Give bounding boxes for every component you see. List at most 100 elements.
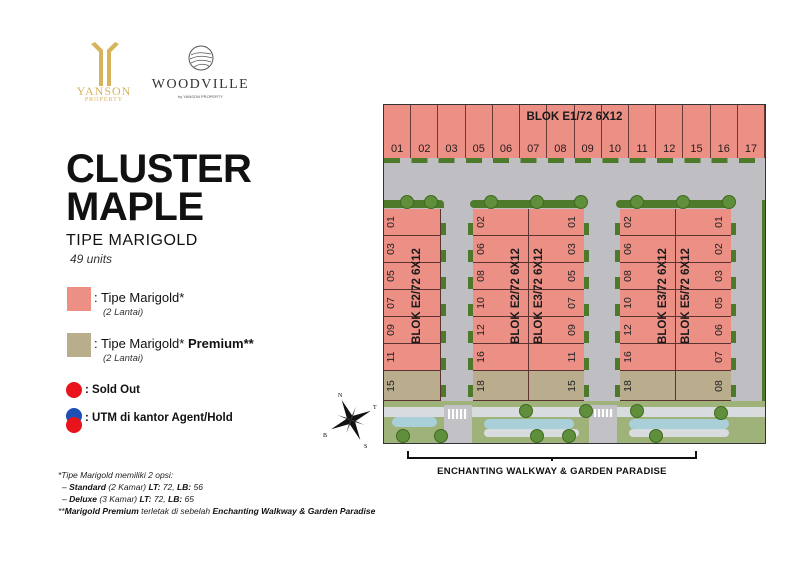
blok-e2-east-label: BLOK E2/72 6X12 xyxy=(510,248,522,344)
lot-e3-02[interactable]: 02 xyxy=(620,209,676,236)
tree-icon xyxy=(714,406,728,420)
lot-e5-08[interactable]: 08 xyxy=(676,371,731,401)
tree-icon xyxy=(630,404,644,418)
lot-e1-08[interactable]: 08 xyxy=(547,105,575,158)
lot-e1-15[interactable]: 15 xyxy=(683,105,711,158)
lot-e3-10[interactable]: 10 xyxy=(620,290,676,317)
lot-e3-06[interactable]: 06 xyxy=(620,236,676,263)
lot-number: 06 xyxy=(499,143,513,155)
lot-e2-08[interactable]: 08 xyxy=(473,263,529,290)
lot-e2-07[interactable]: 07 xyxy=(384,290,440,317)
page-title: CLUSTER MAPLE xyxy=(66,147,252,229)
lot-e2-18[interactable]: 18 xyxy=(473,371,529,401)
tree-icon xyxy=(396,429,410,443)
lot-number: 16 xyxy=(475,351,487,363)
lt-label: LT: xyxy=(148,482,161,492)
lot-e2-05[interactable]: 05 xyxy=(384,263,440,290)
lot-e2-03[interactable]: 03 xyxy=(384,236,440,263)
legend-swatch-premium xyxy=(67,333,91,357)
top-row-carports xyxy=(384,158,765,163)
option-desc: (2 Kamar) xyxy=(105,482,149,492)
lot-number: 05 xyxy=(566,270,578,282)
legend-label-sold-out: : Sold Out xyxy=(85,384,140,396)
lot-e1-17[interactable]: 17 xyxy=(737,105,765,158)
title-line-2: MAPLE xyxy=(66,185,204,229)
lot-e3-08[interactable]: 08 xyxy=(620,263,676,290)
tree-icon xyxy=(562,429,576,443)
lot-e3-12[interactable]: 12 xyxy=(620,317,676,344)
option-name: Deluxe xyxy=(69,494,97,504)
lot-e5-03[interactable]: 03 xyxy=(676,263,731,290)
lot-e1-16[interactable]: 16 xyxy=(710,105,738,158)
unit-count: 49 units xyxy=(70,252,113,266)
lot-e1-12[interactable]: 12 xyxy=(656,105,684,158)
lot-e5-01[interactable]: 01 xyxy=(676,209,731,236)
lot-e1-07[interactable]: 07 xyxy=(520,105,548,158)
lot-e2-01[interactable]: 01 xyxy=(384,209,440,236)
lot-number: 02 xyxy=(475,216,487,228)
lot-e1-02[interactable]: 02 xyxy=(411,105,439,158)
lot-e5-07[interactable]: 07 xyxy=(676,344,731,371)
lot-e1-01[interactable]: 01 xyxy=(384,105,412,158)
lot-number: 18 xyxy=(475,380,487,392)
lot-e3-03[interactable]: 03 xyxy=(529,236,584,263)
water-feature xyxy=(392,417,437,427)
option-desc: (3 Kamar) xyxy=(96,494,140,504)
lot-e2-06[interactable]: 06 xyxy=(473,236,529,263)
lot-number: 10 xyxy=(622,297,634,309)
lot-e3-11[interactable]: 11 xyxy=(529,344,584,371)
hedge-right-edge xyxy=(762,200,765,440)
lot-e1-06[interactable]: 06 xyxy=(492,105,521,158)
footnote-options: *Tipe Marigold memiliki 2 opsi: xyxy=(58,470,174,480)
lot-e2-15[interactable]: 15 xyxy=(384,371,440,401)
lot-number: 08 xyxy=(554,143,567,155)
lot-number: 15 xyxy=(566,380,578,392)
lot-e1-03[interactable]: 03 xyxy=(438,105,466,158)
title-line-1: CLUSTER xyxy=(66,147,252,191)
lot-e1-11[interactable]: 11 xyxy=(628,105,657,158)
lot-number: 08 xyxy=(622,270,634,282)
legend-label-premium-bold: Premium** xyxy=(187,336,254,351)
lot-e1-10[interactable]: 10 xyxy=(601,105,629,158)
blok-e3-west-label: BLOK E3/72 6X12 xyxy=(533,248,545,344)
crosswalk xyxy=(594,409,614,417)
tree-icon xyxy=(579,404,593,418)
footnote-deluxe: – Deluxe (3 Kamar) LT: 72, LB: 65 xyxy=(62,494,194,504)
lot-e3-05[interactable]: 05 xyxy=(529,263,584,290)
lot-e3-09[interactable]: 09 xyxy=(529,317,584,344)
lot-number: 12 xyxy=(663,143,676,155)
lot-e2-02[interactable]: 02 xyxy=(473,209,529,236)
lot-number: 15 xyxy=(385,380,397,392)
tree-icon xyxy=(519,404,533,418)
lot-number: 06 xyxy=(475,243,487,255)
lot-e5-06[interactable]: 06 xyxy=(676,317,731,344)
lot-e3-07[interactable]: 07 xyxy=(529,290,584,317)
lot-number: 07 xyxy=(527,143,540,155)
lot-e2-11[interactable]: 11 xyxy=(384,344,440,371)
walkway-bracket-tick xyxy=(551,457,553,461)
lot-number: 10 xyxy=(608,143,621,155)
lot-number: 03 xyxy=(445,143,458,155)
lot-e3-15[interactable]: 15 xyxy=(529,371,584,401)
compass-rose-icon: N T B S xyxy=(323,393,377,448)
lot-e2-12[interactable]: 12 xyxy=(473,317,529,344)
tree-icon xyxy=(434,429,448,443)
carports-block-3-west xyxy=(615,209,620,401)
lot-e2-09[interactable]: 09 xyxy=(384,317,440,344)
lot-e1-09[interactable]: 09 xyxy=(574,105,602,158)
lot-e2-10[interactable]: 10 xyxy=(473,290,529,317)
lot-e3-01[interactable]: 01 xyxy=(529,209,584,236)
lot-number: 12 xyxy=(622,324,634,336)
lot-e5-02[interactable]: 02 xyxy=(676,236,731,263)
woodville-logo-icon xyxy=(188,45,214,71)
lot-e3-18[interactable]: 18 xyxy=(620,371,676,401)
lot-e5-05[interactable]: 05 xyxy=(676,290,731,317)
lot-number: 02 xyxy=(418,143,431,155)
woodville-logo-name: WOODVILLE xyxy=(151,77,250,92)
lot-number: 07 xyxy=(385,297,397,309)
lot-e3-16[interactable]: 16 xyxy=(620,344,676,371)
lot-e1-05[interactable]: 05 xyxy=(465,105,493,158)
lot-e2-16[interactable]: 16 xyxy=(473,344,529,371)
sold-out-dot-icon xyxy=(66,382,82,398)
lb-value: 65 xyxy=(182,494,194,504)
